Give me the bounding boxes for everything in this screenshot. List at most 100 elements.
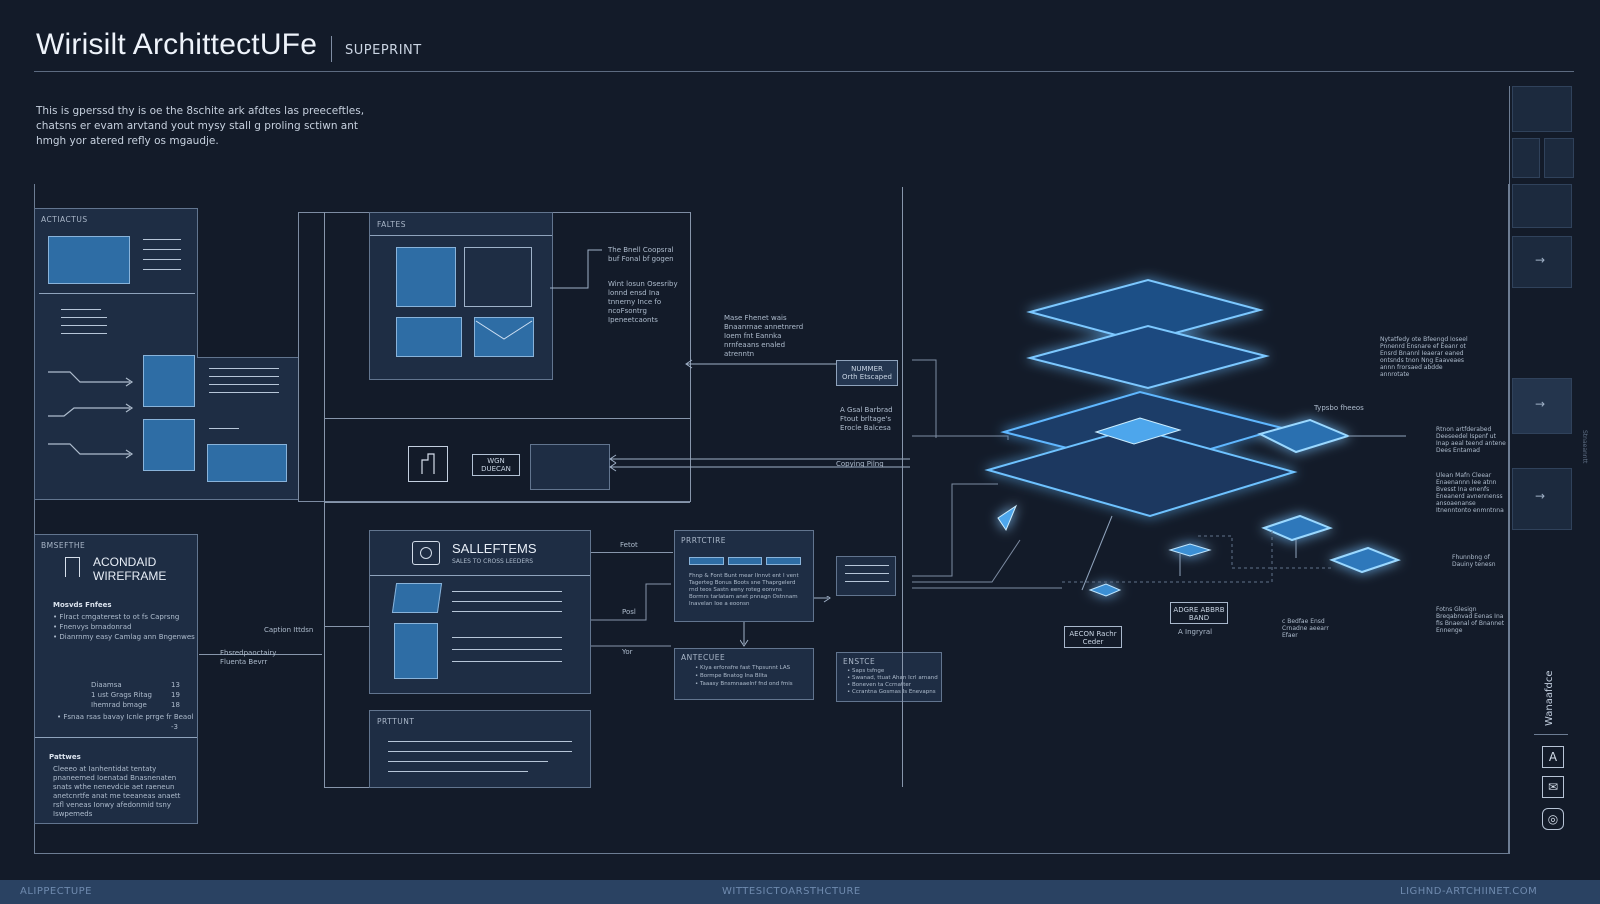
text-line	[209, 376, 279, 377]
text-line	[845, 573, 889, 574]
tab[interactable]	[689, 557, 724, 565]
box-bullet: • Bormpe Bnatog Ina Bllta	[695, 673, 768, 679]
divider	[370, 575, 590, 576]
iso-annotation: Rtnon artfderabed Deeseedel Ispenf ut In…	[1436, 426, 1506, 454]
mail-tile	[474, 317, 534, 357]
intro-text: This is gperssd thy is oe the 8schite ar…	[36, 105, 365, 147]
shield-icon[interactable]: ◎	[1542, 808, 1564, 830]
flow-arrows	[48, 371, 134, 459]
output-panel: PRTTUNT	[369, 710, 591, 788]
panel-label: BMSEFTHE	[41, 541, 86, 550]
box-bullet: • Swanad, ttuat Ahan Icrl arnand	[847, 675, 938, 681]
text-line	[209, 428, 239, 429]
iso-annotation: Fhunnbng of Dauiny tenesn	[1452, 554, 1496, 568]
bullet-text: Flract cmgaterest to ot fs Caprsng	[59, 613, 180, 621]
row-value: 19	[171, 691, 180, 699]
sidebar-thumb-5[interactable]: →	[1512, 378, 1572, 434]
box-arrows	[740, 596, 831, 647]
list-line	[143, 239, 181, 240]
iso-label: c Bedfae Ensd Crnadne aeearr Efaer	[1282, 618, 1329, 639]
antecuee-box: ANTECUEE • Kiya erfonsfre fast Thpsunnt …	[674, 648, 814, 700]
sidebar-thumb-6[interactable]: →	[1512, 468, 1572, 530]
list-line	[143, 249, 181, 250]
isometric-stack	[912, 278, 1406, 597]
text-line	[845, 565, 889, 566]
box-text: Fhnp & Font Bunt mear Ilnnvt ent I vent …	[689, 573, 799, 607]
panel-label: ACTIACTUS	[41, 215, 88, 224]
page-subtitle: SUPEPRINT	[345, 43, 422, 58]
iso-label: A Ingryral	[1178, 628, 1213, 636]
center-arrows	[550, 249, 910, 472]
center-spine	[324, 212, 325, 787]
box-bullet: • Kiya erfonsfre fast Thpsunnt LAS	[695, 665, 791, 671]
aecon-node[interactable]: AECON Rachr Ceder	[1064, 626, 1122, 648]
sidebar-divider	[1509, 86, 1510, 854]
text-line	[61, 325, 107, 326]
mail-icon	[475, 320, 533, 340]
adobe-icon[interactable]: A	[1542, 746, 1564, 768]
text-line	[452, 591, 562, 592]
wireframe-title-2: WIREFRAME	[93, 569, 167, 583]
connector	[199, 654, 322, 655]
mail-icon[interactable]: ✉	[1542, 776, 1564, 798]
sidebar-thumb-4[interactable]: →	[1512, 236, 1572, 288]
annotation-top-2: Wint losun Osesriby lonnd ensd Ina tnner…	[608, 280, 678, 324]
list-line	[143, 269, 181, 270]
iso-annotation: Nytatfedy ote Bfeengd Ioseel Pnnenrd Ens…	[1380, 336, 1468, 378]
node-sublabel: Orth Etscaped	[842, 373, 892, 381]
iso-annotation: Fotns Glesign Breqabnvad Eenas Ina fis B…	[1436, 606, 1505, 634]
wireframe-title: ACONDAID	[93, 555, 157, 569]
center-bottom-stub	[324, 787, 369, 788]
footer-right[interactable]: LIGHND-ARTCHIINET.COM	[1400, 886, 1538, 897]
tab[interactable]	[727, 557, 763, 565]
row-value: 13	[171, 681, 180, 689]
text-line	[388, 751, 572, 752]
text-line	[61, 333, 107, 334]
annotation-top-1: The Bnell Coopsral buf Fonal bf gogen	[608, 246, 674, 263]
node-wgn[interactable]: WGN DUECAN	[472, 454, 520, 476]
bullet-text: Bormpe Bnatog Ina Bllta	[700, 673, 768, 679]
text-line	[209, 368, 279, 369]
sidebar-thumb-2a[interactable]	[1512, 138, 1540, 178]
hand-icon[interactable]	[408, 446, 448, 482]
row-label: Diaamsa	[91, 681, 122, 689]
tile-c	[207, 444, 287, 482]
text-line	[388, 771, 528, 772]
arrow-right-icon: →	[1535, 489, 1546, 503]
text-line	[845, 581, 889, 582]
node-label: ADGRE ABBRB BAND	[1173, 606, 1225, 622]
node-label: AECON Rachr Ceder	[1069, 630, 1117, 646]
text-line	[452, 601, 562, 602]
left-architecture-extension	[197, 357, 299, 500]
tab[interactable]	[766, 557, 802, 565]
connector-fetot	[591, 552, 673, 553]
node-nummer[interactable]: NUMMER Orth Etscaped	[836, 360, 898, 386]
list-line	[143, 259, 181, 260]
text-block	[464, 247, 532, 307]
sidebar-thumb-3[interactable]	[1512, 184, 1572, 228]
sales-panel: SALLEFTEMS SALES TO CROSS LEEDERS	[369, 530, 591, 694]
diagram-frame	[34, 184, 1509, 854]
tag-fetot: Fetot	[620, 541, 638, 549]
box-label: ANTECUEE	[681, 653, 726, 662]
doc-tile	[394, 623, 438, 679]
text-line	[388, 741, 572, 742]
adgre-node[interactable]: ADGRE ABBRB BAND	[1170, 602, 1228, 624]
center-mid-stub	[324, 626, 369, 627]
pointer-icon	[421, 453, 435, 474]
sidebar-thumb-2b[interactable]	[1544, 138, 1574, 178]
title-divider	[331, 36, 332, 62]
left-architecture-panel: ACTIACTUS	[34, 208, 198, 500]
box-bullet: • Taaasy Bnsmnaaelnf fnd ond fmis	[695, 681, 793, 687]
notes-text: Cleeeo at Ianhentidat tentaty pnaneemed …	[53, 765, 181, 818]
footer-center: WITTESICTOARSTHCTURE	[722, 886, 861, 897]
row-label: Ihemrad bmage	[91, 701, 147, 709]
sidebar-thumb-1[interactable]	[1512, 86, 1572, 132]
sales-title: SALLEFTEMS	[452, 541, 537, 556]
panel-label: PRTTUNT	[377, 717, 415, 726]
vertical-label: Wanaafdce	[1544, 670, 1555, 727]
sales-subtitle: SALES TO CROSS LEEDERS	[452, 558, 534, 565]
target-icon-inner	[420, 547, 432, 559]
connector-post	[591, 583, 671, 647]
footer-left: ALIPPECTUPE	[20, 886, 92, 897]
